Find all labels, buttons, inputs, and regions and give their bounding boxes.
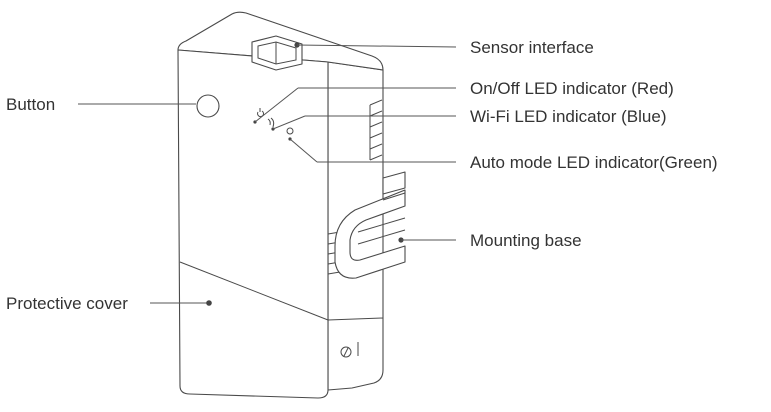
label-sensor-interface: Sensor interface [470, 38, 594, 57]
button-circle[interactable] [196, 94, 220, 118]
label-button: Button [6, 95, 55, 114]
vent-slots [369, 99, 383, 161]
wifi-icon [267, 117, 275, 128]
label-protective-cover: Protective cover [6, 294, 128, 313]
side-port [340, 346, 352, 358]
callout-leaders [78, 42, 457, 306]
device-illustration [177, 11, 406, 399]
label-onoff-led: On/Off LED indicator (Red) [470, 79, 674, 98]
label-mounting-base: Mounting base [470, 231, 582, 250]
mounting-base-bracket [334, 171, 406, 279]
label-wifi-led: Wi-Fi LED indicator (Blue) [470, 107, 667, 126]
vent-slots-lower [327, 231, 341, 275]
auto-mode-icon [286, 127, 294, 135]
label-auto-mode-led: Auto mode LED indicator(Green) [470, 153, 718, 172]
